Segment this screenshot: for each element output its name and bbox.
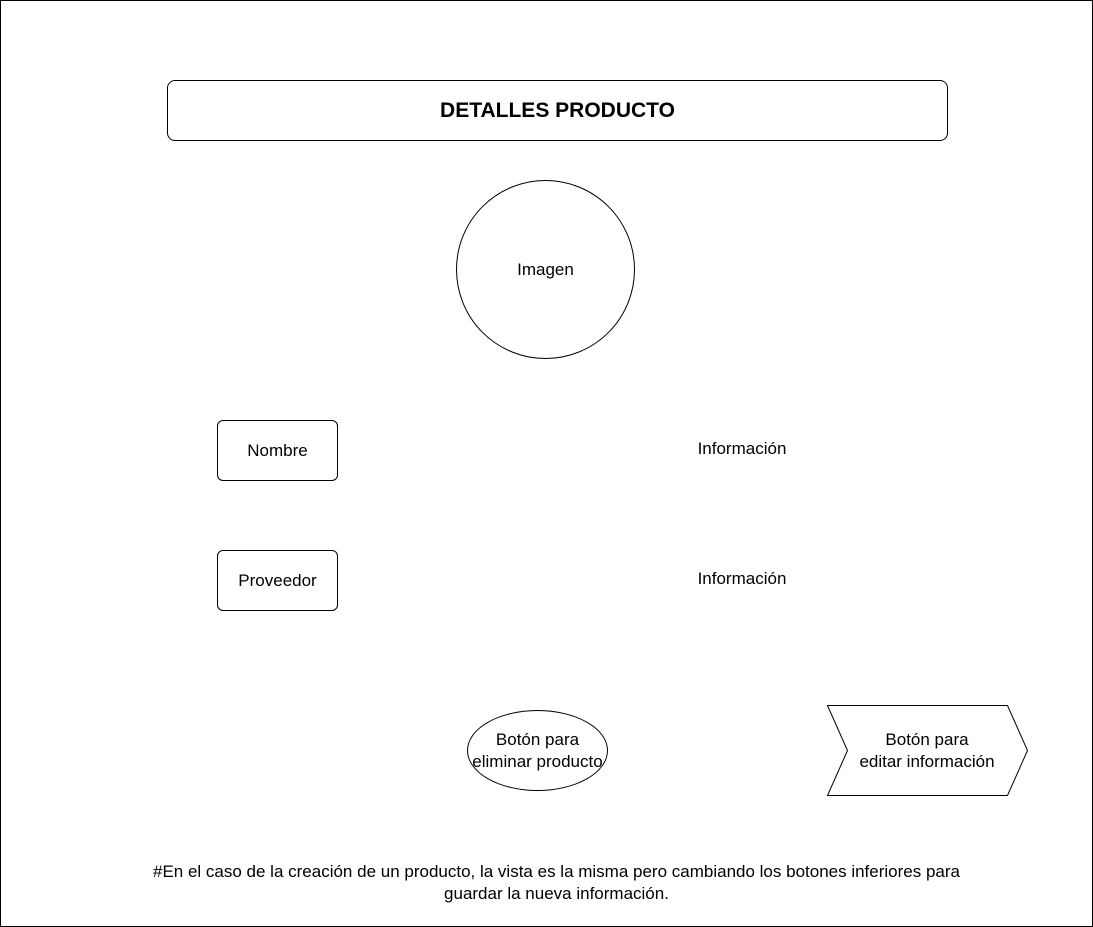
provider-value: Información (697, 569, 787, 588)
page-title-text: DETALLES PRODUCTO (440, 98, 675, 122)
name-value: Información (697, 439, 787, 458)
delete-product-button-label: Botón para eliminar producto (472, 729, 603, 771)
edit-info-button-label: Botón para editar información (859, 729, 995, 771)
edit-info-button[interactable]: Botón para editar información (827, 705, 1029, 797)
product-image-placeholder: Imagen (456, 180, 635, 359)
provider-label-box: Proveedor (217, 550, 338, 611)
edit-info-button-label-wrap: Botón para editar información (827, 705, 1027, 796)
name-label-box: Nombre (217, 420, 338, 481)
provider-label: Proveedor (238, 570, 317, 590)
delete-product-button[interactable]: Botón para eliminar producto (467, 710, 608, 791)
page-title: DETALLES PRODUCTO (167, 80, 948, 141)
edit-button-chevron-shape (827, 705, 1029, 796)
footnote-text: #En el caso de la creación de un product… (152, 862, 960, 903)
product-image-label: Imagen (517, 259, 574, 279)
name-label: Nombre (247, 440, 308, 460)
